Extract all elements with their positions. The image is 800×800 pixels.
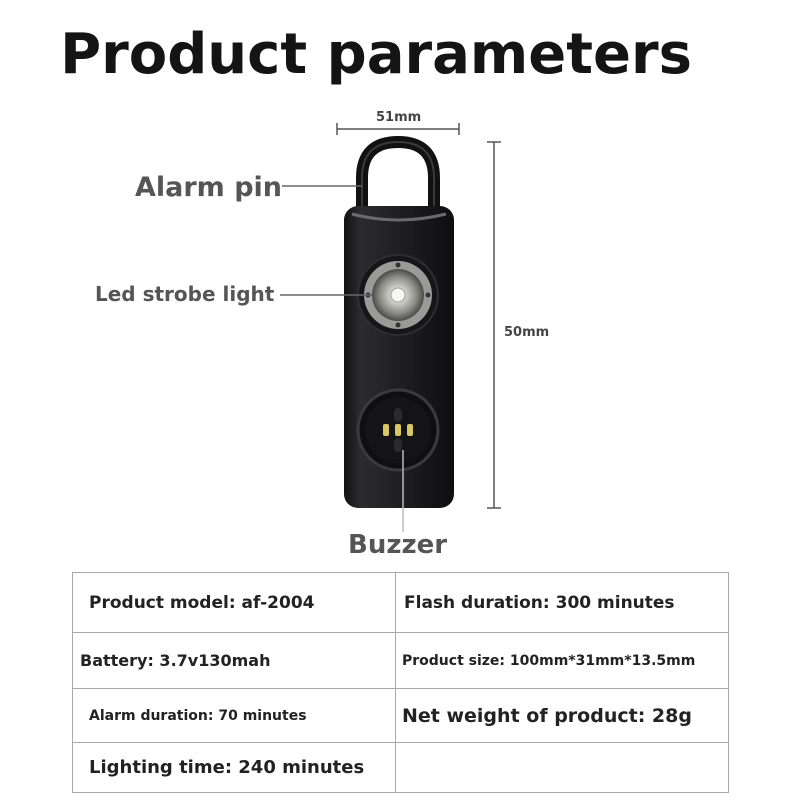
spec-cell: Flash duration: 300 minutes (395, 572, 729, 633)
table-row: Battery: 3.7v130mah Product size: 100mm*… (72, 632, 729, 689)
alarm-pin-label: Alarm pin (135, 172, 283, 203)
spec-cell: Battery: 3.7v130mah (72, 632, 396, 689)
spec-cell: Product size: 100mm*31mm*13.5mm (395, 632, 729, 689)
alarm-pin-loop (356, 135, 440, 218)
led-strobe-light-label: Led strobe light (95, 282, 275, 306)
buzzer (356, 388, 440, 472)
table-row: Lighting time: 240 minutes (72, 742, 729, 793)
led-strobe-light (357, 254, 439, 336)
table-row: Alarm duration: 70 minutes Net weight of… (72, 688, 729, 743)
buzzer-label: Buzzer (348, 530, 448, 560)
spec-cell: Net weight of product: 28g (395, 688, 729, 743)
specs-table: Product model: af-2004 Flash duration: 3… (72, 572, 729, 793)
height-label: 50mm (504, 325, 550, 340)
table-row: Product model: af-2004 Flash duration: 3… (72, 572, 729, 633)
spec-cell (395, 742, 729, 793)
height-dimension-line (487, 141, 501, 509)
width-dimension-line (336, 123, 460, 135)
spec-cell: Alarm duration: 70 minutes (72, 688, 396, 743)
spec-cell: Lighting time: 240 minutes (72, 742, 396, 793)
page-title: Product parameters (60, 22, 692, 87)
spec-cell: Product model: af-2004 (72, 572, 396, 633)
width-label: 51mm (376, 110, 422, 125)
